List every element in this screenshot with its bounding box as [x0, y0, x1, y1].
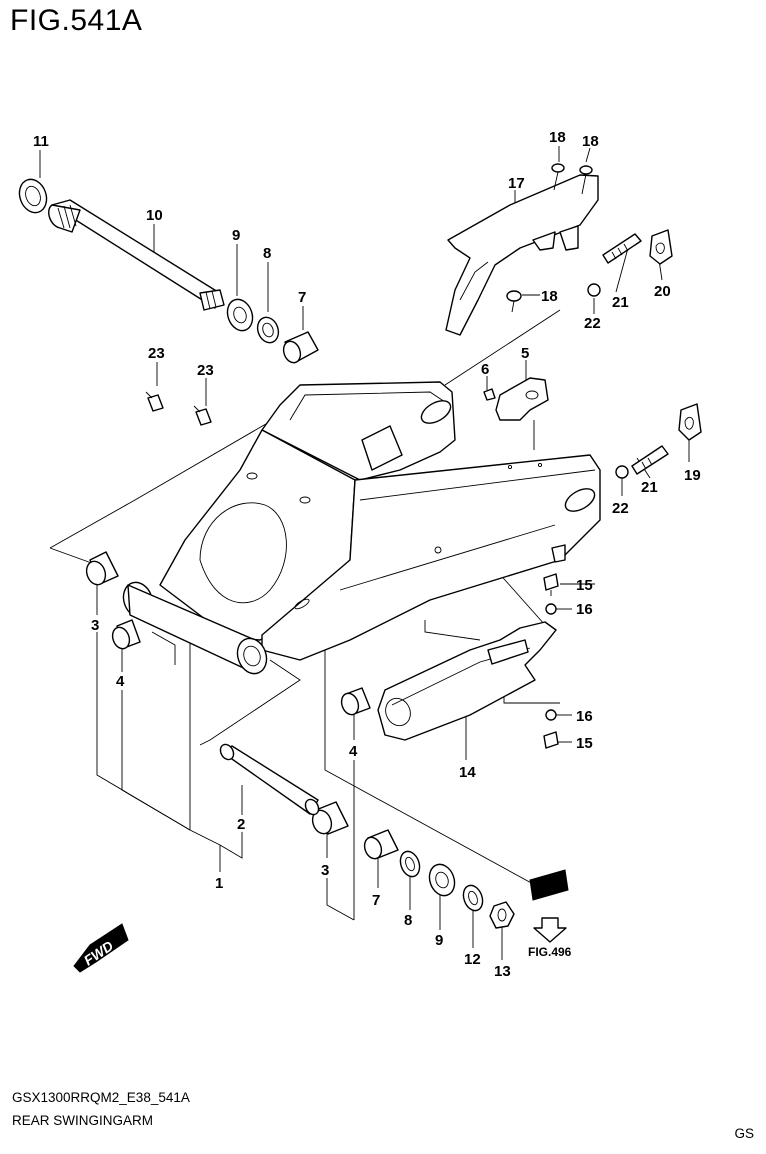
callout-5: 5 — [521, 345, 529, 362]
callout-18: 18 — [582, 133, 599, 150]
part-15-bolt-upper — [543, 573, 559, 596]
part-10-pivot-shaft — [48, 199, 225, 311]
callout-14: 14 — [459, 764, 476, 781]
part-7-spacer-upper — [282, 331, 319, 364]
callout-23: 23 — [148, 345, 165, 362]
part-6-bolt — [483, 388, 496, 401]
callout-21: 21 — [641, 479, 658, 496]
callout-8: 8 — [404, 912, 412, 929]
part-22-nut-lower — [615, 465, 629, 479]
figure-title: FIG.541A — [10, 4, 143, 37]
part-22-nut-upper — [587, 283, 601, 297]
callout-12: 12 — [464, 951, 481, 968]
part-17-chain-cover — [445, 174, 599, 336]
callout-2: 2 — [237, 816, 245, 833]
callout-23: 23 — [197, 362, 214, 379]
callout-15: 15 — [576, 577, 593, 594]
part-13-nut — [489, 901, 515, 929]
part-8-washer-lower — [399, 850, 421, 878]
callout-13: 13 — [494, 963, 511, 980]
part-23-clips — [145, 391, 212, 426]
callout-16: 16 — [576, 708, 593, 725]
part-12-washer — [462, 884, 484, 912]
callout-9: 9 — [232, 227, 240, 244]
part-19-block — [678, 403, 702, 441]
part-14-chain-guide — [377, 621, 557, 741]
callout-22: 22 — [584, 315, 601, 332]
part-5-bracket — [495, 377, 549, 421]
corner-code: GS — [734, 1126, 754, 1141]
callout-8: 8 — [263, 245, 271, 262]
callout-7: 7 — [372, 892, 380, 909]
part-8-washer-upper — [256, 316, 280, 344]
part-21-bolt-lower — [631, 445, 669, 475]
fig-496-reference: FIG.496 — [528, 869, 572, 959]
callout-9: 9 — [435, 932, 443, 949]
part-20-block — [649, 229, 673, 265]
callout-6: 6 — [481, 361, 489, 378]
callout-4: 4 — [349, 743, 358, 760]
callout-20: 20 — [654, 283, 671, 300]
part-16-nut-upper — [545, 603, 557, 615]
model-code: GSX1300RRQM2_E38_541A — [12, 1090, 190, 1105]
fig-ref-label[interactable]: FIG.496 — [528, 945, 572, 959]
callout-3: 3 — [321, 862, 329, 879]
part-11-cap — [18, 178, 48, 214]
part-9-bearing-upper — [226, 298, 254, 332]
part-9-bearing-lower — [428, 863, 456, 897]
callout-10: 10 — [146, 207, 163, 224]
callout-11: 11 — [33, 133, 49, 150]
callout-labels: 11 10 9 8 7 23 23 18 18 17 18 21 20 22 6… — [33, 129, 701, 980]
diagram-caption: REAR SWINGINGARM — [12, 1113, 154, 1128]
part-21-bolt-upper — [602, 233, 642, 264]
callout-19: 19 — [684, 467, 701, 484]
callout-22: 22 — [612, 500, 629, 517]
part-16-nut-lower — [545, 709, 557, 721]
callout-7: 7 — [298, 289, 306, 306]
callout-17: 17 — [508, 175, 525, 192]
part-15-bolt-lower — [543, 731, 559, 749]
part-3-bearing-left — [85, 551, 119, 586]
callout-1: 1 — [215, 875, 223, 892]
callout-18: 18 — [549, 129, 566, 146]
callout-16: 16 — [576, 601, 593, 618]
callout-18: 18 — [541, 288, 558, 305]
fwd-direction-badge: FWD — [73, 923, 129, 973]
part-7-spacer-lower — [363, 829, 399, 860]
callout-21: 21 — [612, 294, 629, 311]
callout-15: 15 — [576, 735, 593, 752]
callout-3: 3 — [91, 617, 99, 634]
callout-4: 4 — [116, 673, 125, 690]
part-4-bearing-right — [340, 687, 371, 716]
part-18-screws — [506, 163, 593, 313]
part-2-spacer-tube — [219, 743, 320, 816]
swingarm-body — [122, 381, 601, 675]
part-4-bearing-left — [111, 619, 141, 650]
